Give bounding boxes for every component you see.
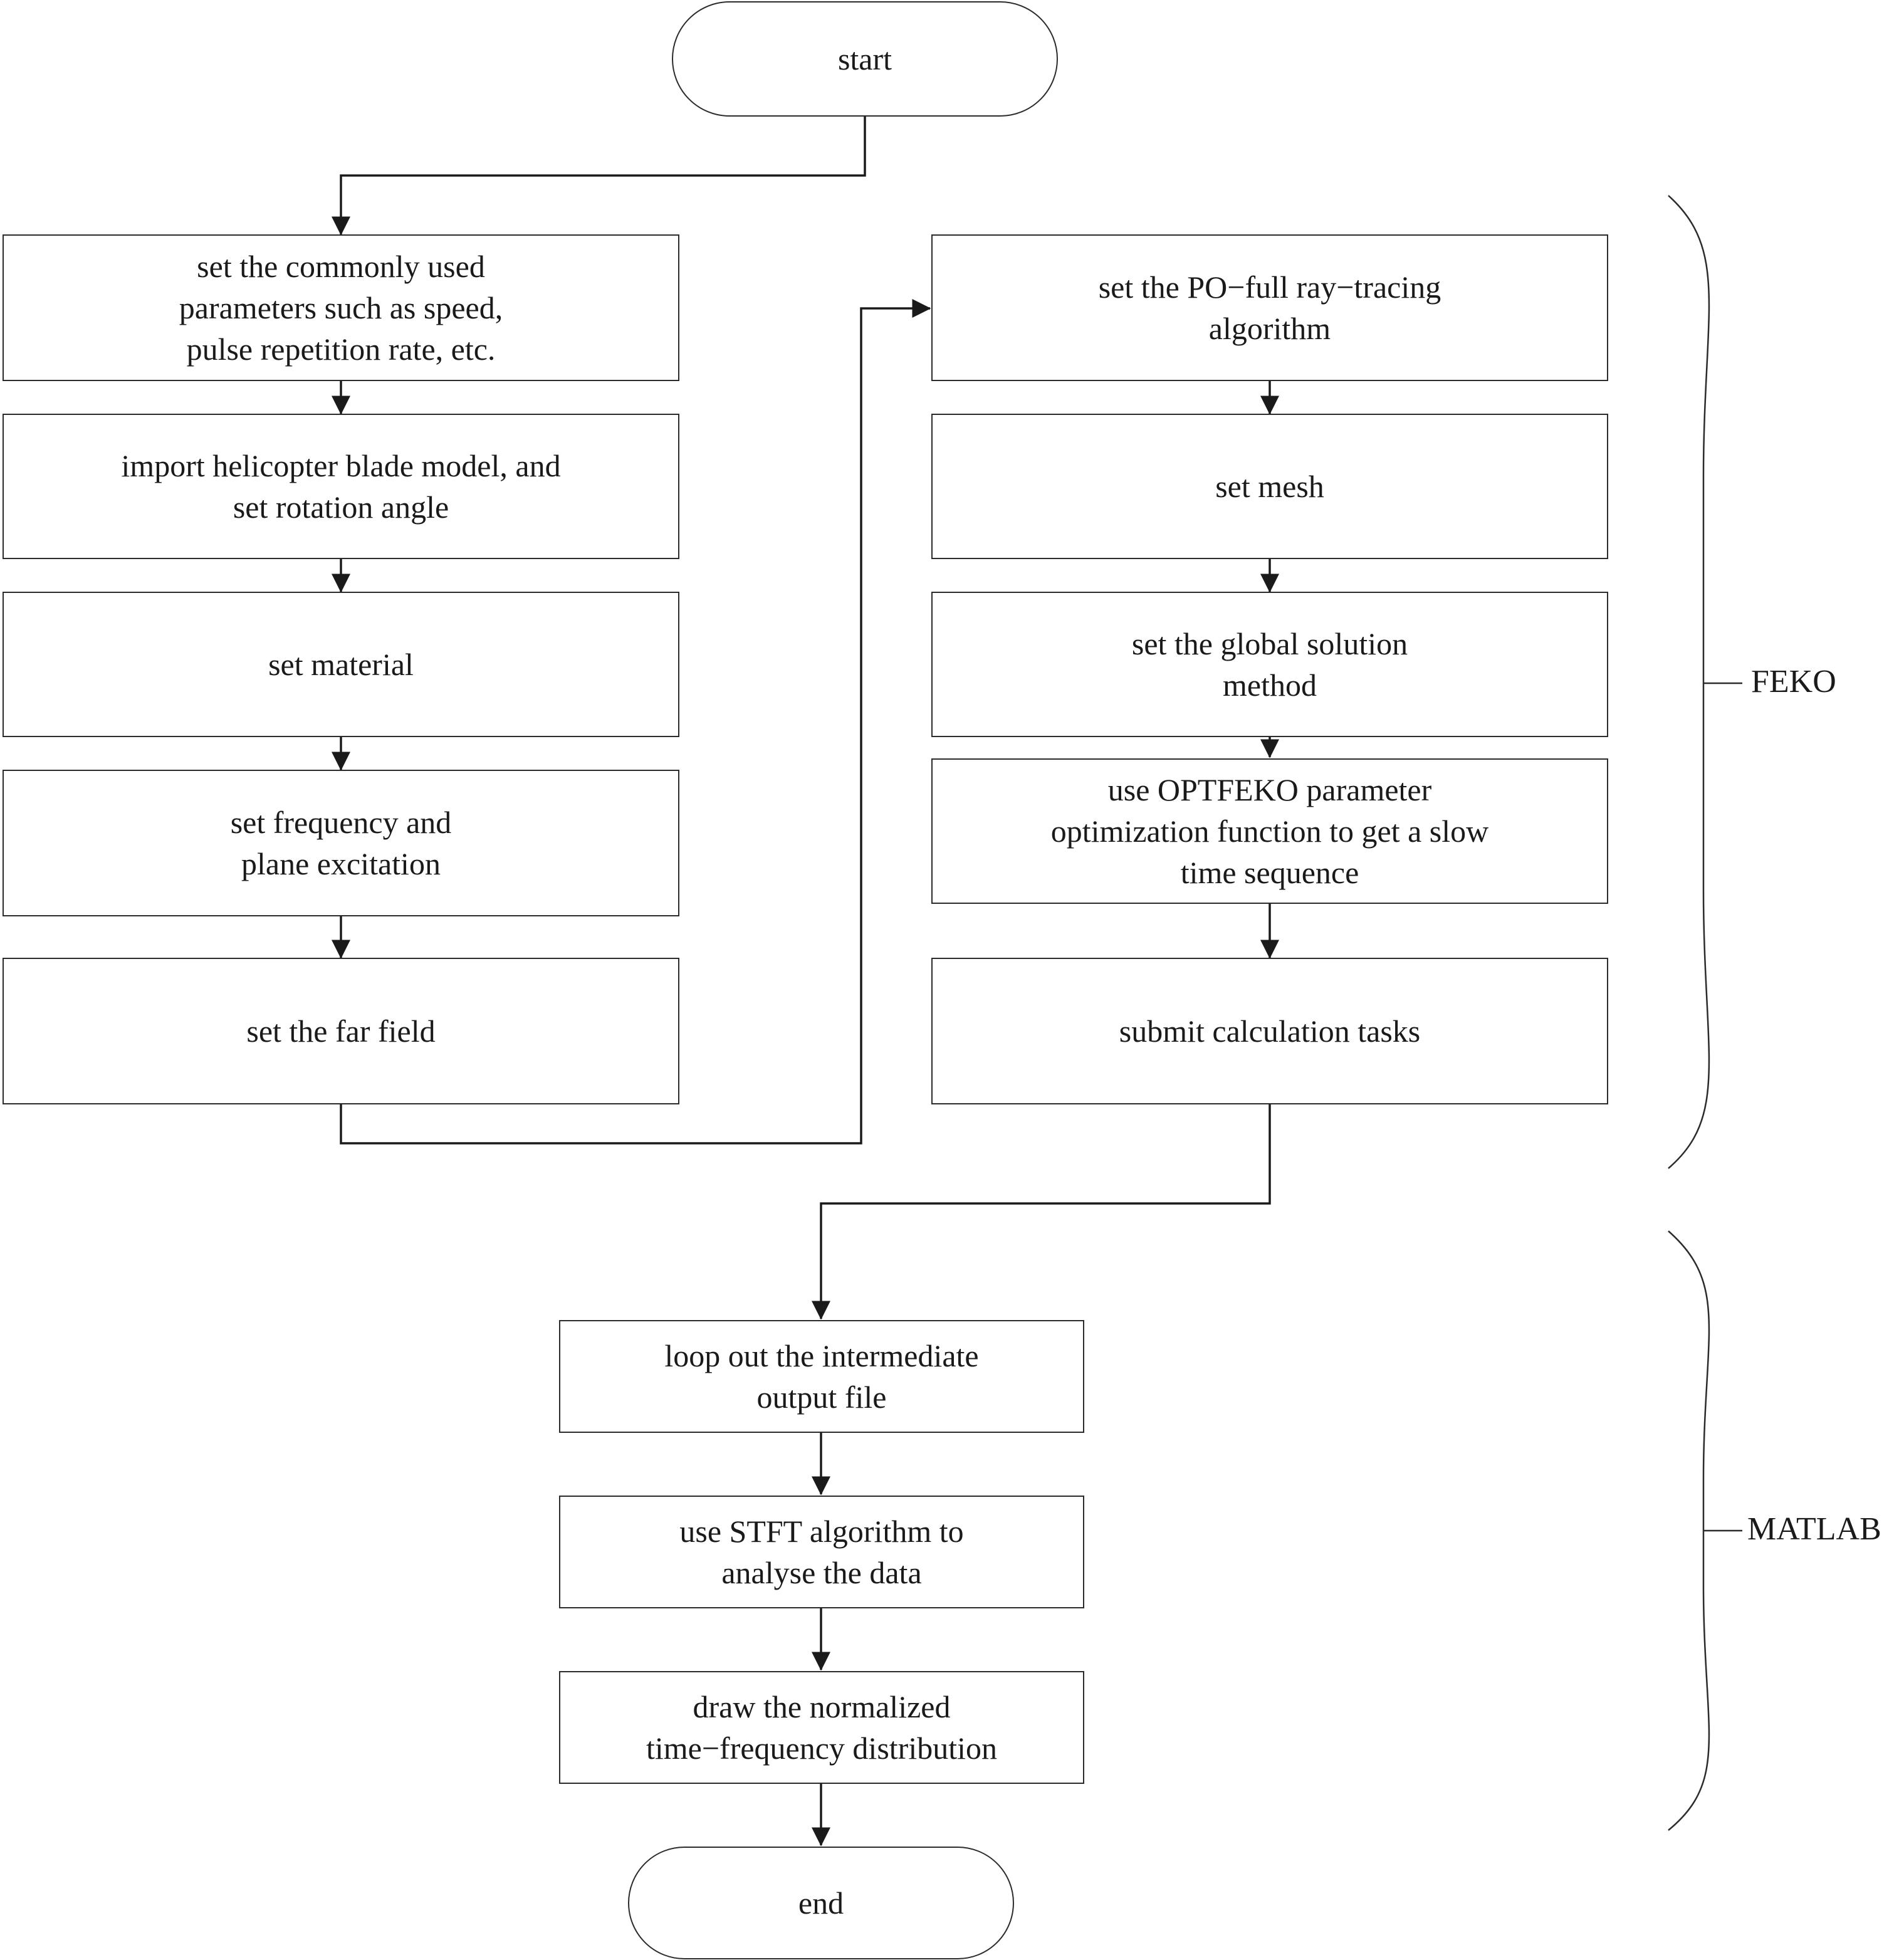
submit-tasks-label: submit calculation tasks — [1119, 1014, 1421, 1049]
stft-analysis-label: use STFT algorithm to analyse the data — [679, 1514, 964, 1590]
start-terminal: start — [672, 1, 1058, 117]
connector-start-to-left1 — [332, 117, 866, 236]
set-frequency-excitation-label: set frequency and plane excitation — [230, 805, 452, 881]
set-global-solution-step: set the global solution method — [931, 592, 1608, 737]
set-far-field-label: set the far field — [246, 1014, 436, 1049]
optfeko-optimization-label: use OPTFEKO parameter optimization funct… — [1050, 772, 1489, 890]
feko-group-bracket — [1668, 195, 1742, 1169]
loop-output-file-label: loop out the intermediate output file — [664, 1338, 979, 1415]
set-material-label: set material — [268, 647, 414, 682]
set-po-ray-tracing-label: set the PO−full ray−tracing algorithm — [1098, 270, 1441, 346]
set-global-solution-label: set the global solution method — [1131, 626, 1408, 703]
set-frequency-excitation-step: set frequency and plane excitation — [3, 770, 679, 916]
connector-right5-to-mid1 — [812, 1104, 1271, 1320]
stft-analysis-step: use STFT algorithm to analyse the data — [559, 1496, 1084, 1608]
matlab-group-label: MATLAB — [1747, 1511, 1881, 1547]
draw-distribution-label: draw the normalized time−frequency distr… — [646, 1689, 997, 1766]
set-far-field-step: set the far field — [3, 958, 679, 1104]
end-terminal: end — [628, 1847, 1014, 1959]
set-material-step: set material — [3, 592, 679, 737]
loop-output-file-step: loop out the intermediate output file — [559, 1320, 1084, 1433]
draw-distribution-step: draw the normalized time−frequency distr… — [559, 1671, 1084, 1784]
submit-tasks-step: submit calculation tasks — [931, 958, 1608, 1104]
matlab-group-bracket — [1668, 1230, 1742, 1831]
import-blade-model-label: import helicopter blade model, and set r… — [121, 448, 561, 525]
end-label: end — [798, 1885, 844, 1921]
set-common-parameters-label: set the commonly used parameters such as… — [179, 249, 503, 367]
set-po-ray-tracing-step: set the PO−full ray−tracing algorithm — [931, 234, 1608, 381]
import-blade-model-step: import helicopter blade model, and set r… — [3, 414, 679, 559]
start-label: start — [837, 41, 892, 76]
set-common-parameters-step: set the commonly used parameters such as… — [3, 234, 679, 381]
feko-group-label: FEKO — [1751, 664, 1836, 700]
set-mesh-step: set mesh — [931, 414, 1608, 559]
optfeko-optimization-step: use OPTFEKO parameter optimization funct… — [931, 758, 1608, 904]
set-mesh-label: set mesh — [1215, 469, 1324, 504]
connector-left5-to-right1 — [340, 299, 931, 1145]
